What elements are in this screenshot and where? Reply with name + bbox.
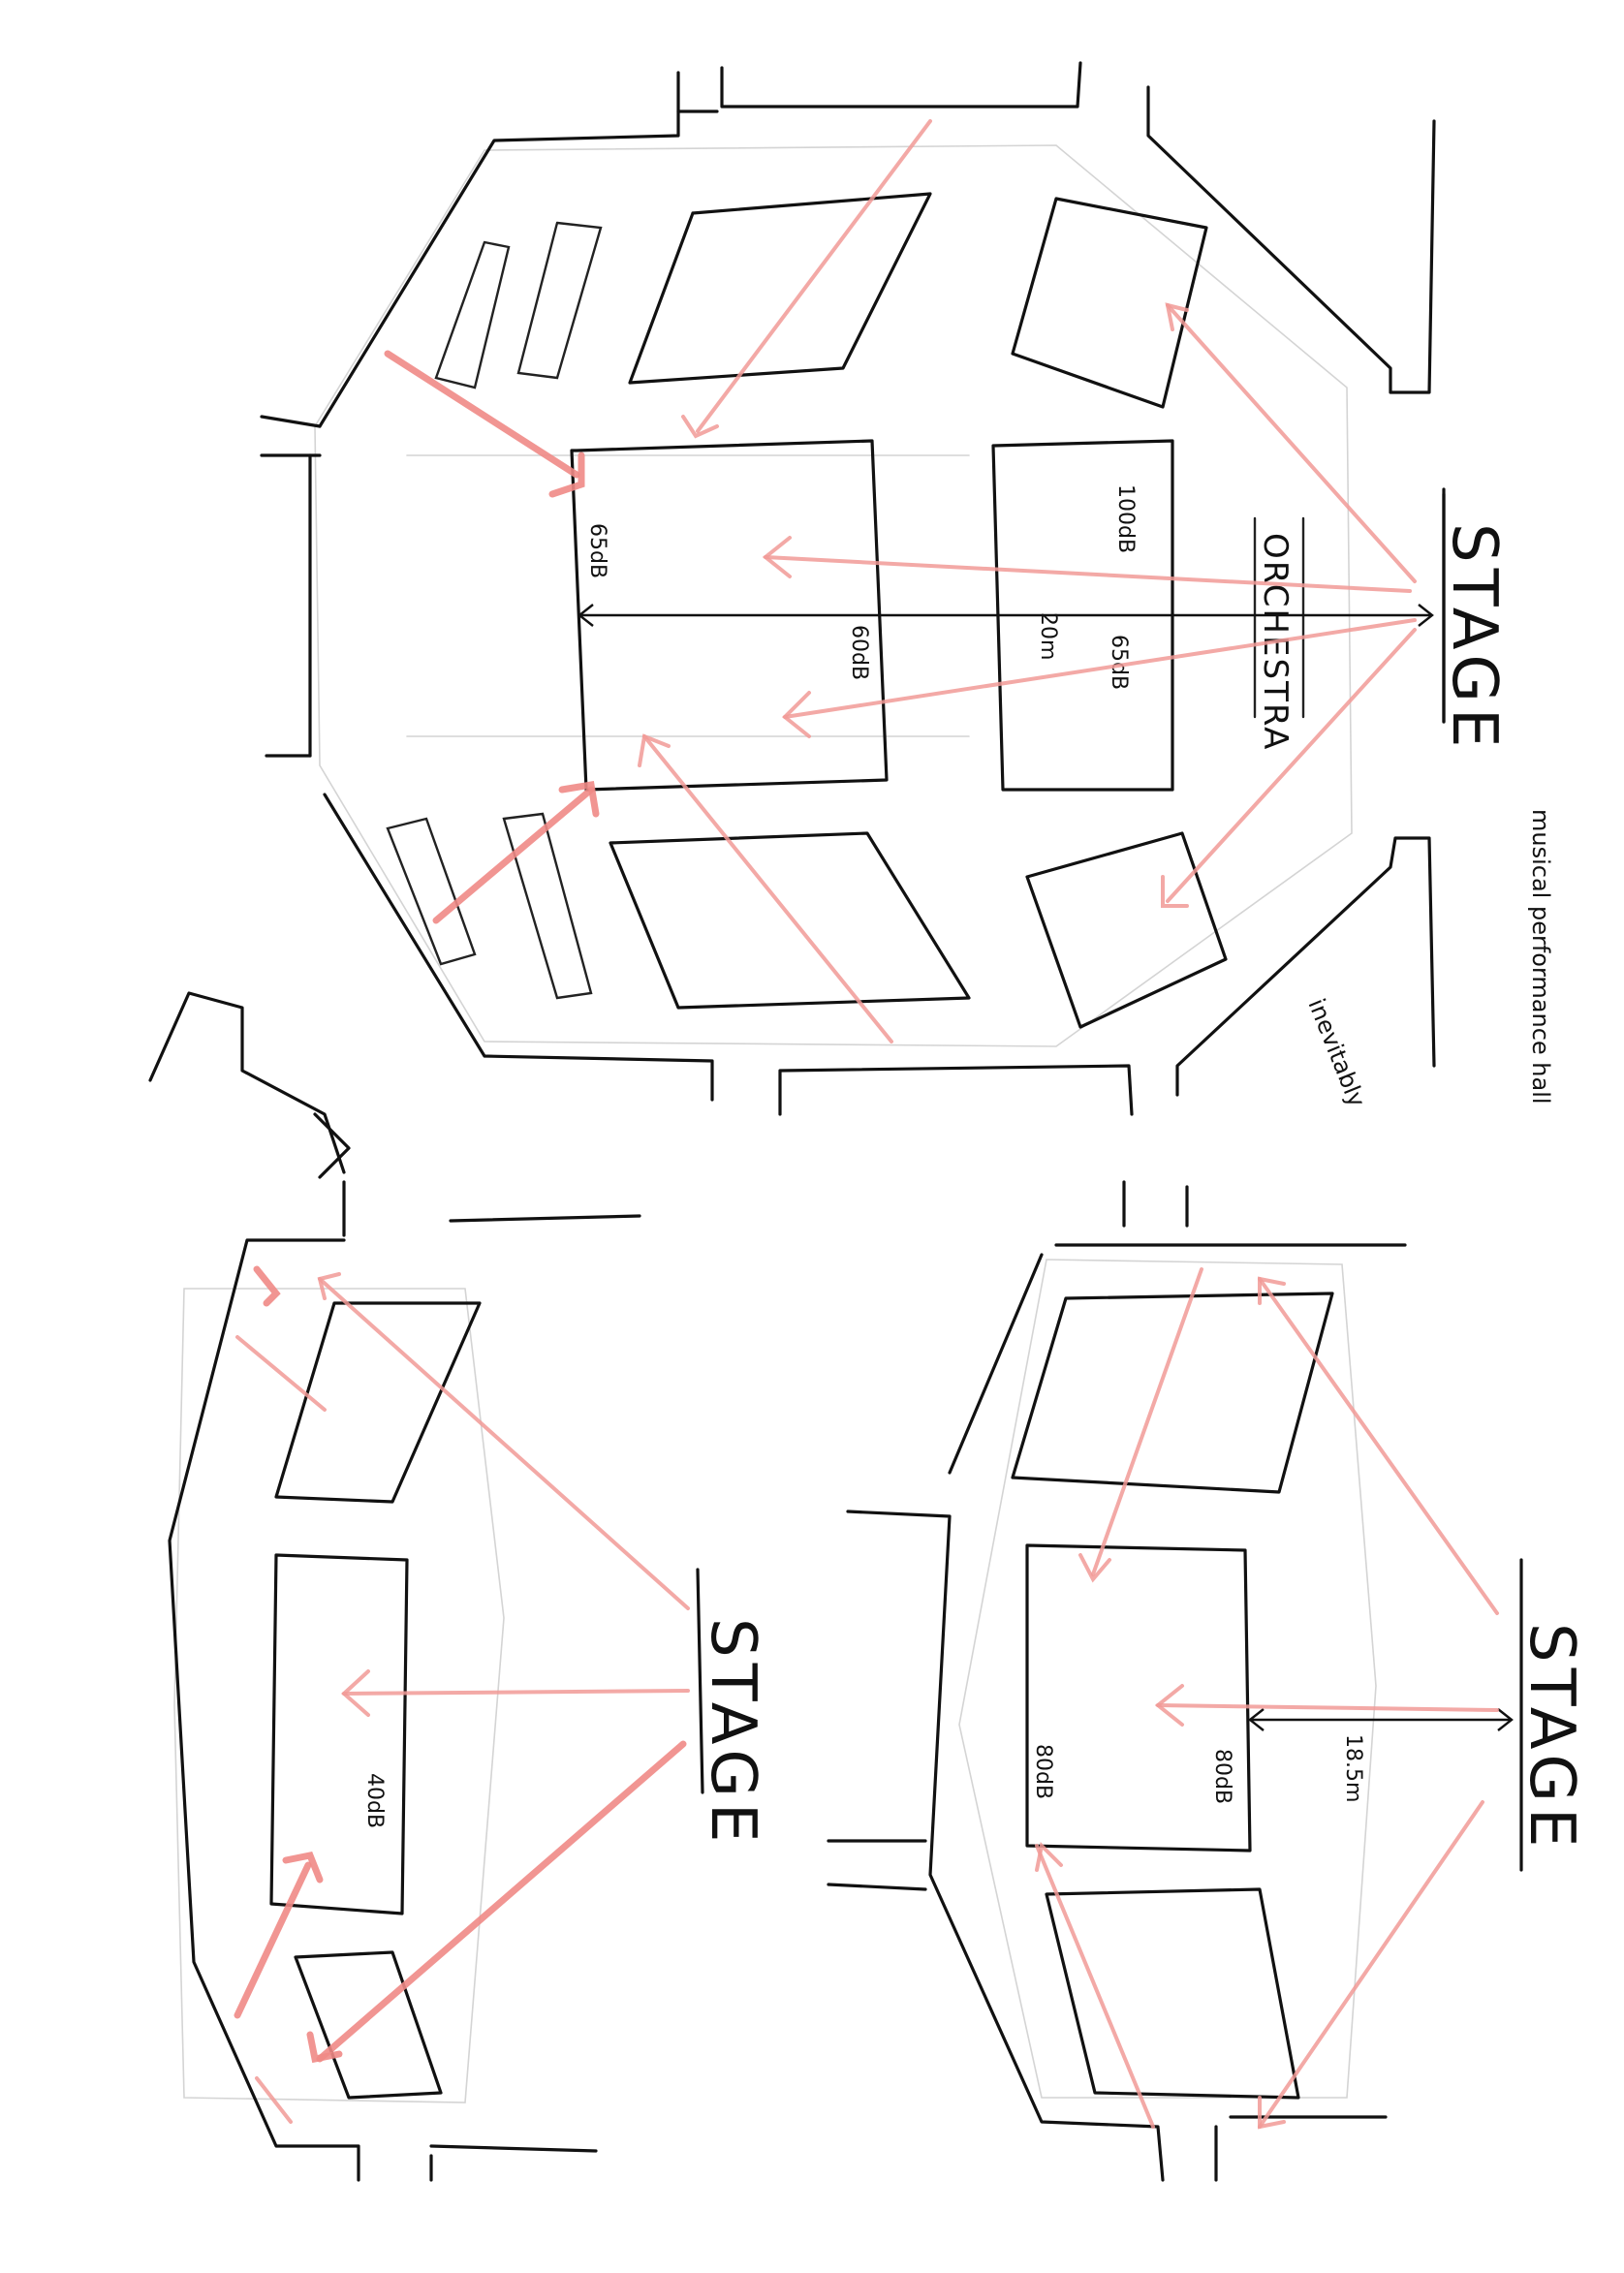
db-label-d: 65dB [1107, 635, 1131, 690]
seating-right-upper [1011, 197, 1208, 409]
db-label-bl: 40dB [362, 1773, 387, 1828]
db-label-c: 100dB [1113, 484, 1138, 553]
seating-br-lower [1045, 1887, 1300, 2100]
hall-bottom-right: STAGE 18.5m 80dB 80dB [827, 1180, 1587, 2182]
outer-walls-bl [148, 991, 641, 2182]
dimension-label-br: 18.5m [1341, 1734, 1365, 1802]
db-label-br-a: 80dB [1031, 1744, 1055, 1799]
side-note: inevitably [1302, 995, 1370, 1111]
stage-edge-line-bl [696, 1568, 704, 1794]
sound-arrows-top [384, 119, 1417, 1043]
sound-arrows-bl [234, 1265, 690, 2124]
outer-walls-br [827, 1180, 1407, 2182]
dimension-20m: 20m [578, 604, 1434, 660]
sheet-title: musical performance hall [1527, 809, 1554, 1105]
db-label-br-b: 80dB [1210, 1749, 1234, 1804]
stage-label: STAGE [1438, 523, 1510, 753]
seating-left-lower [386, 812, 971, 1010]
db-label-b: 60dB [847, 625, 871, 680]
db-label-a: 65dB [585, 523, 609, 578]
sound-arrows-br [1035, 1267, 1499, 2130]
construction-lines [314, 144, 1353, 1047]
seating-right-lower [1025, 831, 1228, 1029]
stage-label-br: STAGE [1515, 1623, 1587, 1853]
dimension-label: 20m [1036, 612, 1060, 660]
stage-label-bl: STAGE [697, 1618, 768, 1848]
seating-bl-center [269, 1553, 409, 1915]
hall-bottom-left: STAGE 40dB [148, 991, 768, 2182]
dimension-18-5m: 18.5m [1248, 1708, 1514, 1802]
central-seating-block [570, 439, 889, 792]
hall-top: STAGE ORCHESTRA [260, 61, 1510, 1116]
seating-br-center [1025, 1543, 1252, 1853]
seating-br-upper [1011, 1292, 1334, 1494]
seating-bl-upper [274, 1301, 482, 1504]
seating-left-upper [434, 192, 932, 389]
